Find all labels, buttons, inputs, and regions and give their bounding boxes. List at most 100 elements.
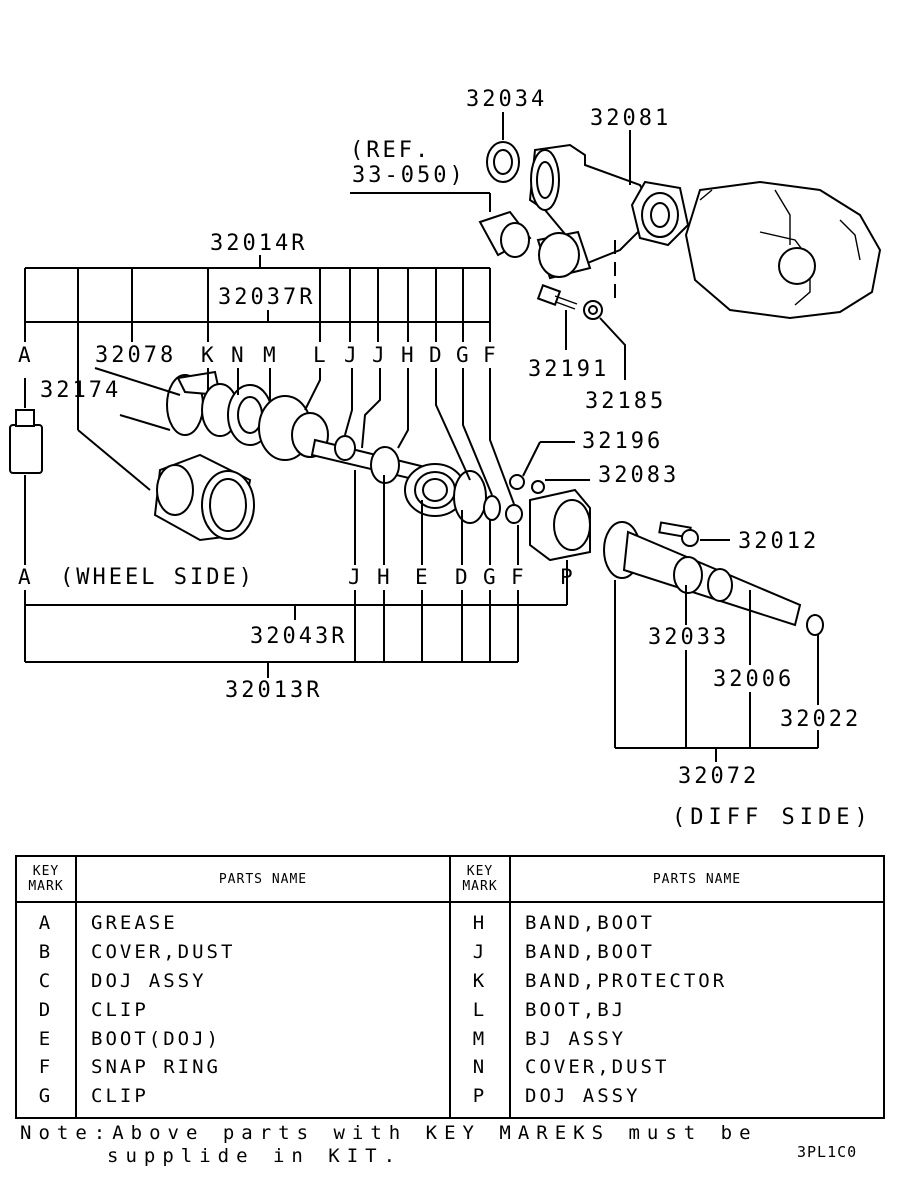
nut-32083 bbox=[531, 479, 590, 494]
key-mark-f-top: F bbox=[483, 343, 496, 367]
bearing-32034 bbox=[486, 112, 520, 183]
label-32185: 32185 bbox=[585, 389, 666, 414]
key-cell: A bbox=[15, 902, 77, 938]
ref-cylinder bbox=[350, 192, 532, 258]
key-cell: B bbox=[15, 937, 77, 967]
parts-name-header-right: PARTS NAME bbox=[509, 856, 885, 903]
key-header-line1: KEY bbox=[466, 864, 494, 879]
table-row: G CLIP P DOJ ASSY bbox=[15, 1081, 885, 1118]
key-mark-j-bottom: J bbox=[348, 565, 361, 589]
key-mark-a-bottom: A bbox=[18, 565, 31, 589]
label-32022: 32022 bbox=[780, 707, 861, 732]
key-mark-h-bottom: H bbox=[377, 565, 390, 589]
part-name-cell: COVER,DUST bbox=[509, 1052, 885, 1082]
label-32012: 32012 bbox=[738, 529, 819, 554]
label-32033: 32033 bbox=[648, 625, 729, 650]
top-key-marks: A K N M L J J H D G F bbox=[18, 343, 496, 367]
note-line-2: supplide in KIT. bbox=[107, 1145, 403, 1167]
key-mark-j2: J bbox=[372, 343, 385, 367]
key-mark-m: M bbox=[263, 343, 276, 367]
parts-name-header-left: PARTS NAME bbox=[75, 856, 451, 903]
key-mark-f-bottom: F bbox=[511, 565, 524, 589]
part-name-cell: DOJ ASSY bbox=[509, 1081, 885, 1118]
key-mark-d-bottom: D bbox=[455, 565, 468, 589]
nut-32196 bbox=[509, 441, 575, 490]
part-name-cell: BOOT(DOJ) bbox=[75, 1024, 451, 1053]
key-mark-h-top: H bbox=[401, 343, 414, 367]
key-mark-l: L bbox=[313, 343, 326, 367]
part-name-cell: CLIP bbox=[75, 995, 451, 1025]
key-mark-d-top: D bbox=[429, 343, 442, 367]
label-32191: 32191 bbox=[528, 357, 609, 382]
part-name-cell: BAND,BOOT bbox=[509, 902, 885, 938]
parts-diagram: 32034 32081 (REF. 33-050) 32014R 32037R … bbox=[9, 87, 882, 830]
table-row: B COVER,DUST J BAND,BOOT bbox=[15, 937, 885, 967]
bolt-32191 bbox=[536, 284, 578, 350]
part-name-cell: COVER,DUST bbox=[75, 937, 451, 967]
key-mark-j1: J bbox=[344, 343, 357, 367]
note-line-1: Note:Above parts with KEY MAREKS must be bbox=[20, 1122, 758, 1144]
doj-outer-race bbox=[529, 488, 591, 605]
wheel-side-label: (WHEEL SIDE) bbox=[60, 565, 255, 590]
key-mark-g-bottom: G bbox=[483, 565, 496, 589]
key-cell: P bbox=[449, 1081, 511, 1118]
part-name-cell: CLIP bbox=[75, 1081, 451, 1118]
part-number-labels: 32034 32081 (REF. 33-050) 32014R 32037R … bbox=[40, 87, 861, 789]
grease-tube-icon bbox=[9, 378, 43, 565]
diff-side-label: (DIFF SIDE) bbox=[672, 805, 873, 830]
label-32006: 32006 bbox=[713, 667, 794, 692]
key-cell: L bbox=[449, 995, 511, 1025]
key-header-line2: MARK bbox=[462, 879, 498, 894]
label-32083: 32083 bbox=[598, 463, 679, 488]
label-32013R: 32013R bbox=[225, 678, 322, 703]
key-mark-g-top: G bbox=[456, 343, 469, 367]
key-cell: G bbox=[15, 1081, 77, 1118]
key-cell: H bbox=[449, 902, 511, 938]
label-32014R: 32014R bbox=[210, 231, 307, 256]
key-mark-k: K bbox=[201, 343, 214, 367]
key-mark-header-left: KEY MARK bbox=[15, 856, 77, 903]
key-cell: E bbox=[15, 1024, 77, 1053]
parts-table: KEY MARK PARTS NAME KEY MARK PARTS NAME … bbox=[15, 855, 885, 1119]
table-row: A GREASE H BAND,BOOT bbox=[15, 902, 885, 938]
key-mark-e: E bbox=[415, 565, 428, 589]
key-mark-n: N bbox=[231, 343, 244, 367]
part-name-cell: BJ ASSY bbox=[509, 1024, 885, 1053]
key-cell: C bbox=[15, 966, 77, 996]
key-cell: N bbox=[449, 1052, 511, 1082]
label-32037R: 32037R bbox=[218, 285, 315, 310]
label-ref-line2: 33-050) bbox=[352, 163, 466, 188]
table-row: F SNAP RING N COVER,DUST bbox=[15, 1052, 885, 1082]
label-32078: 32078 bbox=[95, 343, 176, 368]
label-32034: 32034 bbox=[466, 87, 547, 112]
part-name-cell: BOOT,BJ bbox=[509, 995, 885, 1025]
key-cell: K bbox=[449, 966, 511, 996]
key-header-line1: KEY bbox=[32, 864, 60, 879]
key-mark-p: P bbox=[560, 565, 573, 589]
parts-table-header: KEY MARK PARTS NAME KEY MARK PARTS NAME bbox=[15, 856, 885, 903]
label-32072: 32072 bbox=[678, 764, 759, 789]
part-name-cell: BAND,BOOT bbox=[509, 937, 885, 967]
label-32043R: 32043R bbox=[250, 624, 347, 649]
diagram-code: 3PL1C0 bbox=[797, 1143, 858, 1161]
kit-bracket-lines bbox=[24, 130, 819, 762]
part-name-cell: DOJ ASSY bbox=[75, 966, 451, 996]
table-row: C DOJ ASSY K BAND,PROTECTOR bbox=[15, 966, 885, 996]
key-cell: F bbox=[15, 1052, 77, 1082]
label-32174: 32174 bbox=[40, 378, 121, 403]
key-mark-a-top: A bbox=[18, 343, 31, 367]
diff-side-shaft bbox=[603, 521, 824, 636]
nut-32185 bbox=[583, 300, 626, 380]
key-cell: M bbox=[449, 1024, 511, 1053]
key-cell: D bbox=[15, 995, 77, 1025]
table-row: E BOOT(DOJ) M BJ ASSY bbox=[15, 1024, 885, 1053]
bottom-key-marks: A J H E D G F P bbox=[18, 565, 573, 589]
part-name-cell: BAND,PROTECTOR bbox=[509, 966, 885, 996]
key-header-line2: MARK bbox=[28, 879, 64, 894]
label-ref-line1: (REF. bbox=[350, 138, 431, 163]
label-32196: 32196 bbox=[582, 429, 663, 454]
shaft-housing-32081 bbox=[528, 143, 690, 305]
table-row: D CLIP L BOOT,BJ bbox=[15, 995, 885, 1025]
differential-housing bbox=[684, 180, 882, 320]
key-cell: J bbox=[449, 937, 511, 967]
